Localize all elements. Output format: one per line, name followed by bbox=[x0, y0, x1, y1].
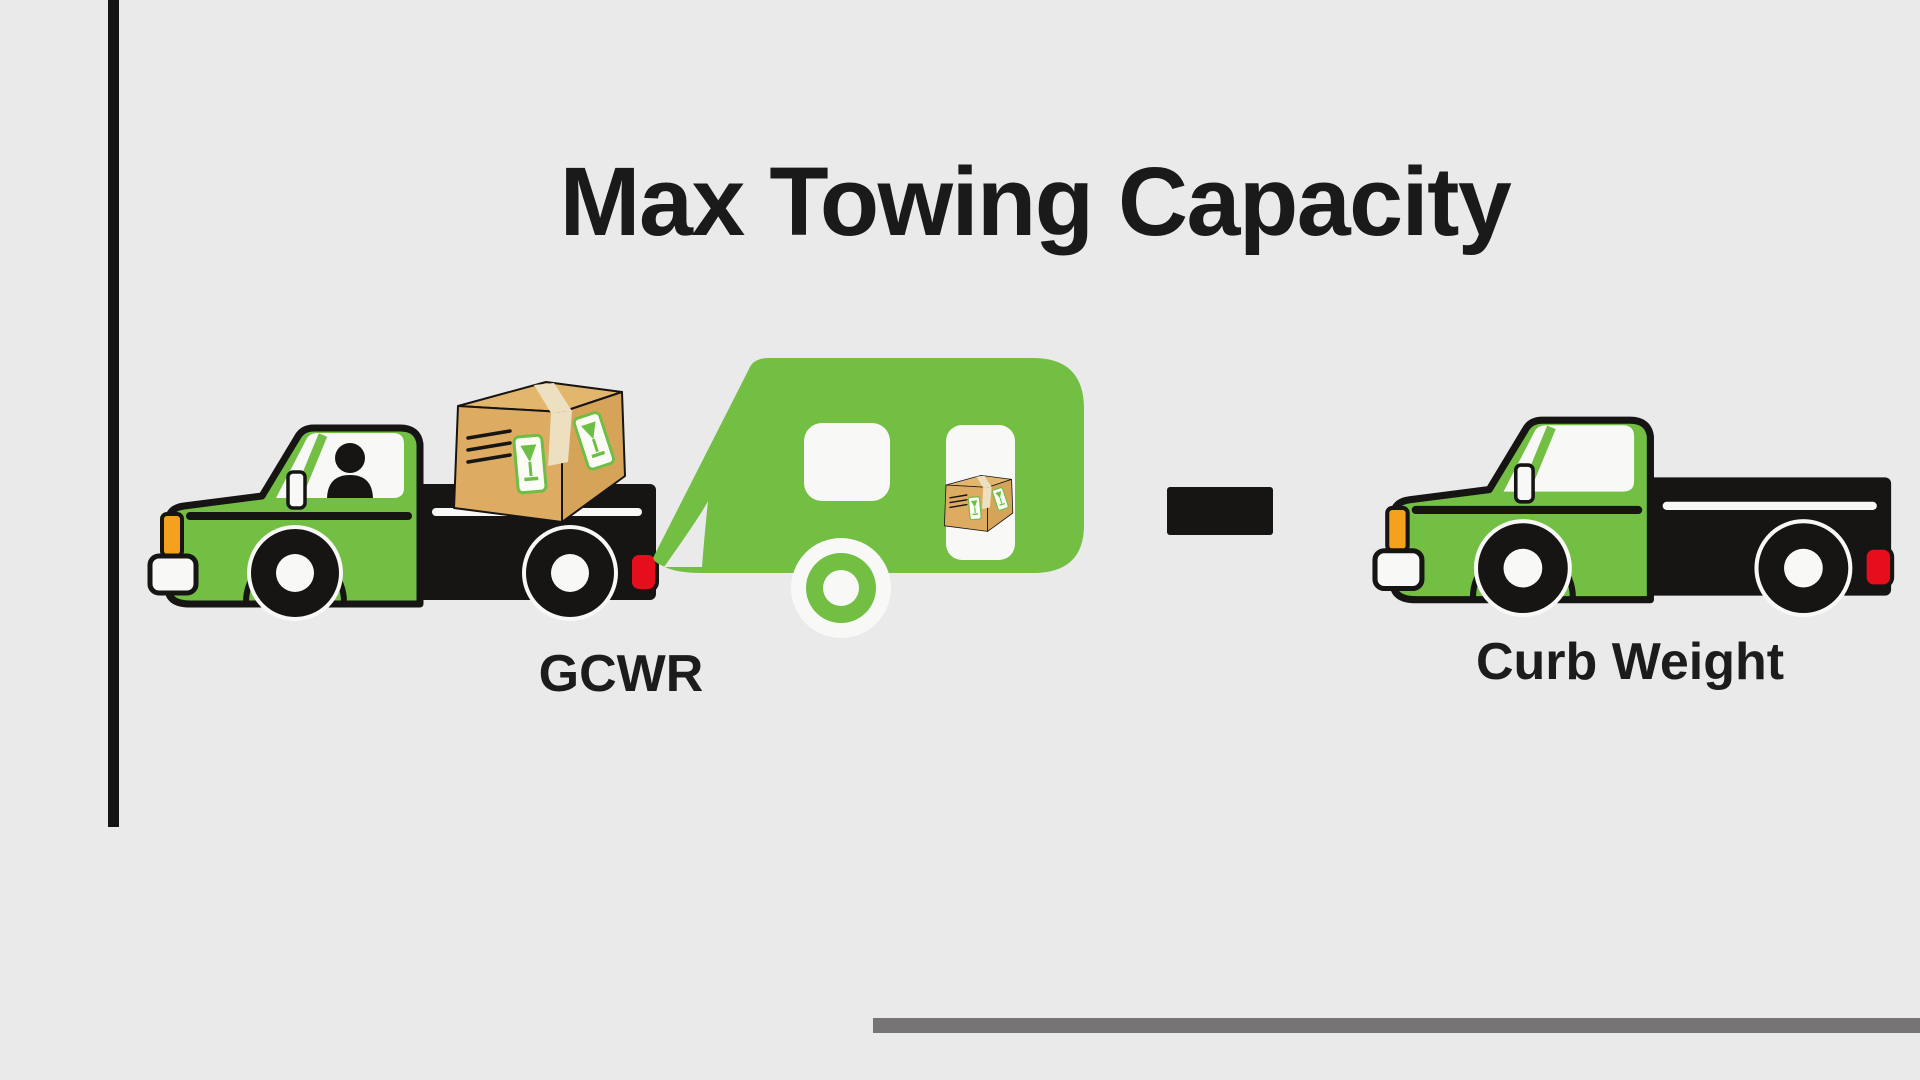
gcwr-label: GCWR bbox=[538, 645, 704, 703]
left-vertical-line bbox=[108, 0, 119, 827]
minus-icon bbox=[1167, 487, 1273, 535]
curb-weight-label: Curb Weight bbox=[1475, 633, 1785, 691]
curb-weight-vehicle-group bbox=[1375, 420, 1892, 615]
page-title: Max Towing Capacity bbox=[559, 146, 1512, 256]
camper-trailer-icon bbox=[653, 358, 1084, 638]
bottom-gray-bar bbox=[873, 1018, 1920, 1033]
trailer-window bbox=[804, 423, 890, 501]
hitch-notch bbox=[664, 501, 708, 567]
gcwr-vehicle-group bbox=[150, 358, 1084, 638]
trailer-wheel bbox=[791, 538, 891, 638]
pickup-truck-icon bbox=[1375, 420, 1892, 615]
